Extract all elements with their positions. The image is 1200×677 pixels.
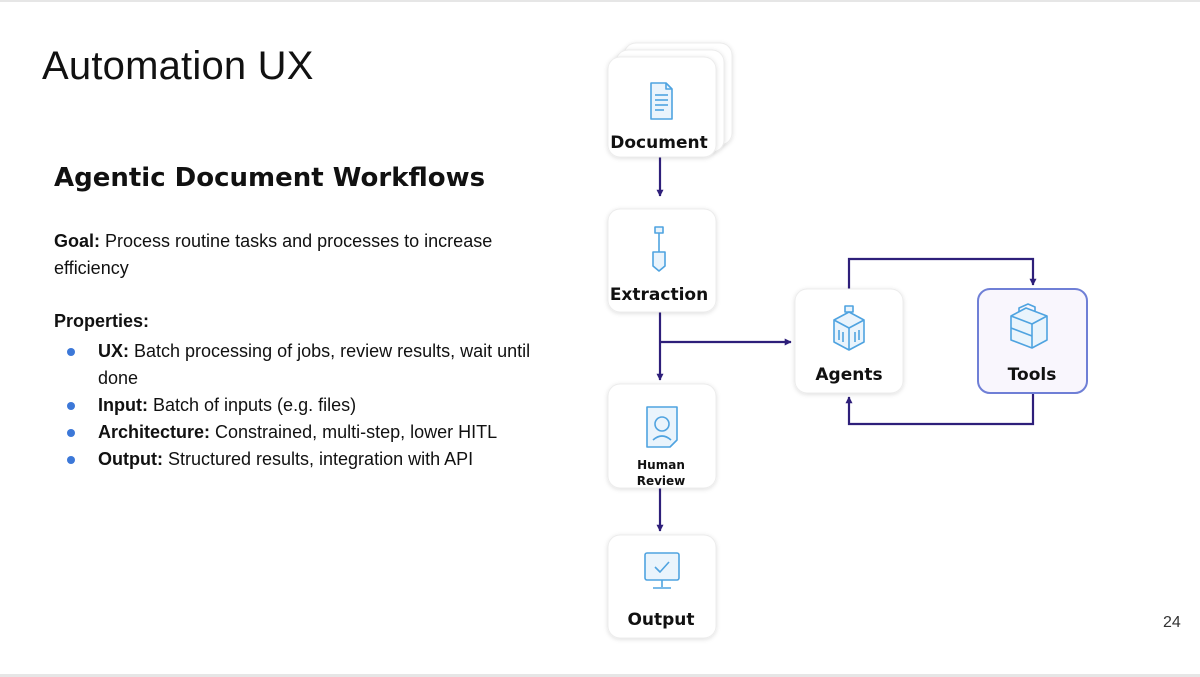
slide-title: Automation UX: [42, 44, 314, 88]
extraction-node: Extraction: [607, 208, 717, 313]
monitor-icon: [644, 552, 680, 589]
section-heading: Agentic Document Workflows: [54, 163, 486, 193]
property-label: UX:: [98, 341, 129, 361]
document-node: Document: [607, 42, 733, 158]
property-text: Batch processing of jobs, review results…: [98, 341, 531, 388]
arrow-agents-tools: [847, 257, 1037, 289]
property-item-output: Output: Structured results, integration …: [54, 446, 554, 473]
human-review-node: Human Review: [607, 383, 717, 489]
property-label: Architecture:: [98, 422, 211, 442]
tools-node: Tools: [977, 288, 1088, 394]
agents-node: Agents: [794, 288, 904, 394]
building-icon: [833, 305, 865, 351]
property-item-architecture: Architecture: Constrained, multi-step, l…: [54, 419, 554, 446]
human-review-label-line2: Review: [637, 474, 686, 488]
tools-label: Tools: [1008, 365, 1057, 385]
property-text: Structured results, integration with API: [162, 449, 474, 469]
document-label: Document: [610, 133, 707, 153]
review-icon: [646, 406, 678, 448]
arrow-tools-agents: [845, 393, 1035, 426]
agents-label: Agents: [815, 365, 882, 385]
property-item-ux: UX: Batch processing of jobs, review res…: [54, 338, 554, 392]
properties-list: UX: Batch processing of jobs, review res…: [54, 338, 554, 473]
property-label: Input:: [98, 395, 148, 415]
extraction-label: Extraction: [610, 285, 708, 305]
shovel-icon: [652, 226, 666, 272]
output-label: Output: [627, 610, 694, 630]
goal-label: Goal:: [54, 231, 101, 251]
property-text: Constrained, multi-step, lower HITL: [210, 422, 498, 442]
output-node: Output: [607, 534, 717, 639]
page-number: 24: [1163, 614, 1181, 631]
frame-top-border: [0, 0, 1200, 2]
frame-bottom-border: [0, 674, 1200, 677]
human-review-label-line1: Human: [637, 458, 685, 472]
goal-paragraph: Goal: Process routine tasks and processe…: [54, 228, 554, 282]
properties-label: Properties:: [54, 311, 150, 331]
document-icon: [650, 82, 673, 120]
property-text: Batch of inputs (e.g. files): [147, 395, 357, 415]
property-label: Output:: [98, 449, 163, 469]
connectors: [656, 157, 1037, 532]
goal-text: Process routine tasks and processes to i…: [54, 231, 493, 278]
property-item-input: Input: Batch of inputs (e.g. files): [54, 392, 554, 419]
toolbox-icon: [1010, 303, 1048, 349]
